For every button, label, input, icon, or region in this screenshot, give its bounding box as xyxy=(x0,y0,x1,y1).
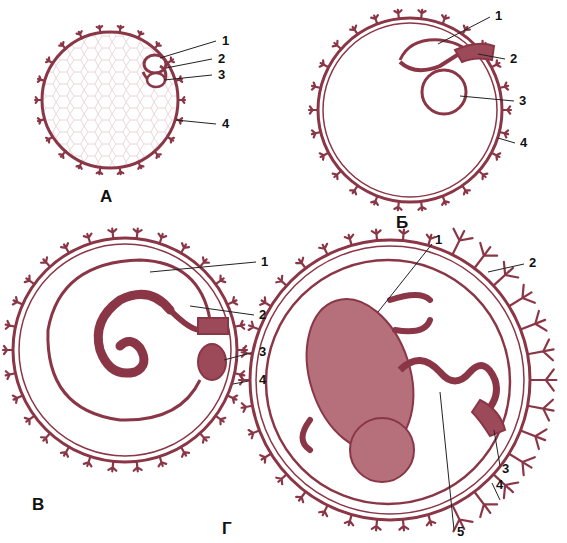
villus xyxy=(260,454,271,463)
villus xyxy=(350,186,358,195)
stage-letter: В xyxy=(32,496,44,513)
villus xyxy=(474,243,497,268)
villus xyxy=(25,416,35,425)
villus xyxy=(296,492,305,503)
villus xyxy=(200,257,209,266)
callout-number: 2 xyxy=(259,308,266,321)
villus xyxy=(239,376,250,385)
villus xyxy=(227,396,237,403)
callout-number: 4 xyxy=(520,136,527,149)
callout-number: 3 xyxy=(519,94,526,107)
stage-d xyxy=(250,240,530,530)
villus xyxy=(216,416,226,425)
villus xyxy=(41,433,50,442)
villus xyxy=(521,311,547,331)
villus xyxy=(25,276,35,285)
callout-number: 4 xyxy=(496,478,503,491)
callout-number: 2 xyxy=(529,256,536,269)
villus xyxy=(13,297,23,304)
callout-number: 1 xyxy=(495,9,502,22)
villus xyxy=(528,340,554,361)
stage-letter: Б xyxy=(396,214,408,231)
villus xyxy=(181,447,189,457)
villus xyxy=(200,433,209,442)
villus xyxy=(320,60,329,67)
villus xyxy=(333,171,341,179)
villus xyxy=(521,429,547,449)
villus xyxy=(181,243,189,253)
stage-letter: А xyxy=(100,188,112,205)
stage-a xyxy=(42,32,216,168)
villus xyxy=(452,229,472,255)
villus xyxy=(319,244,327,255)
callout-number: 1 xyxy=(222,34,229,47)
villus xyxy=(227,297,237,304)
stage-c xyxy=(13,238,256,462)
callout-number: 1 xyxy=(261,255,268,268)
chorion-villi xyxy=(3,10,556,532)
villus xyxy=(509,285,535,306)
villus xyxy=(276,474,286,484)
villus xyxy=(249,430,260,438)
villus xyxy=(333,41,341,49)
villus xyxy=(13,396,23,403)
villus xyxy=(276,276,286,286)
callout-number: 4 xyxy=(222,117,229,130)
villus xyxy=(216,276,226,285)
callout-number: 2 xyxy=(218,52,225,65)
villus xyxy=(474,492,497,517)
villus xyxy=(479,171,487,179)
villus xyxy=(509,454,535,475)
villus xyxy=(296,258,305,269)
callout-number: 1 xyxy=(435,233,442,246)
stage-b xyxy=(318,17,515,202)
villus xyxy=(260,297,271,306)
villus xyxy=(319,505,327,516)
callout-number: 5 xyxy=(457,525,464,538)
callout-number: 3 xyxy=(502,462,509,475)
villus xyxy=(61,447,69,457)
villus xyxy=(493,262,518,286)
villus xyxy=(61,243,69,253)
villus xyxy=(530,369,556,390)
stage-letter: Г xyxy=(222,520,232,537)
villus xyxy=(249,322,260,330)
callout-number: 3 xyxy=(259,345,266,358)
villus xyxy=(350,26,358,35)
villus xyxy=(491,60,500,67)
callout-number: 2 xyxy=(510,52,517,65)
villus xyxy=(462,186,470,195)
villus xyxy=(491,153,500,160)
callout-number: 4 xyxy=(259,373,266,386)
villus xyxy=(320,153,329,160)
villus xyxy=(41,257,50,266)
callout-number: 3 xyxy=(218,68,225,81)
villus xyxy=(528,400,554,421)
